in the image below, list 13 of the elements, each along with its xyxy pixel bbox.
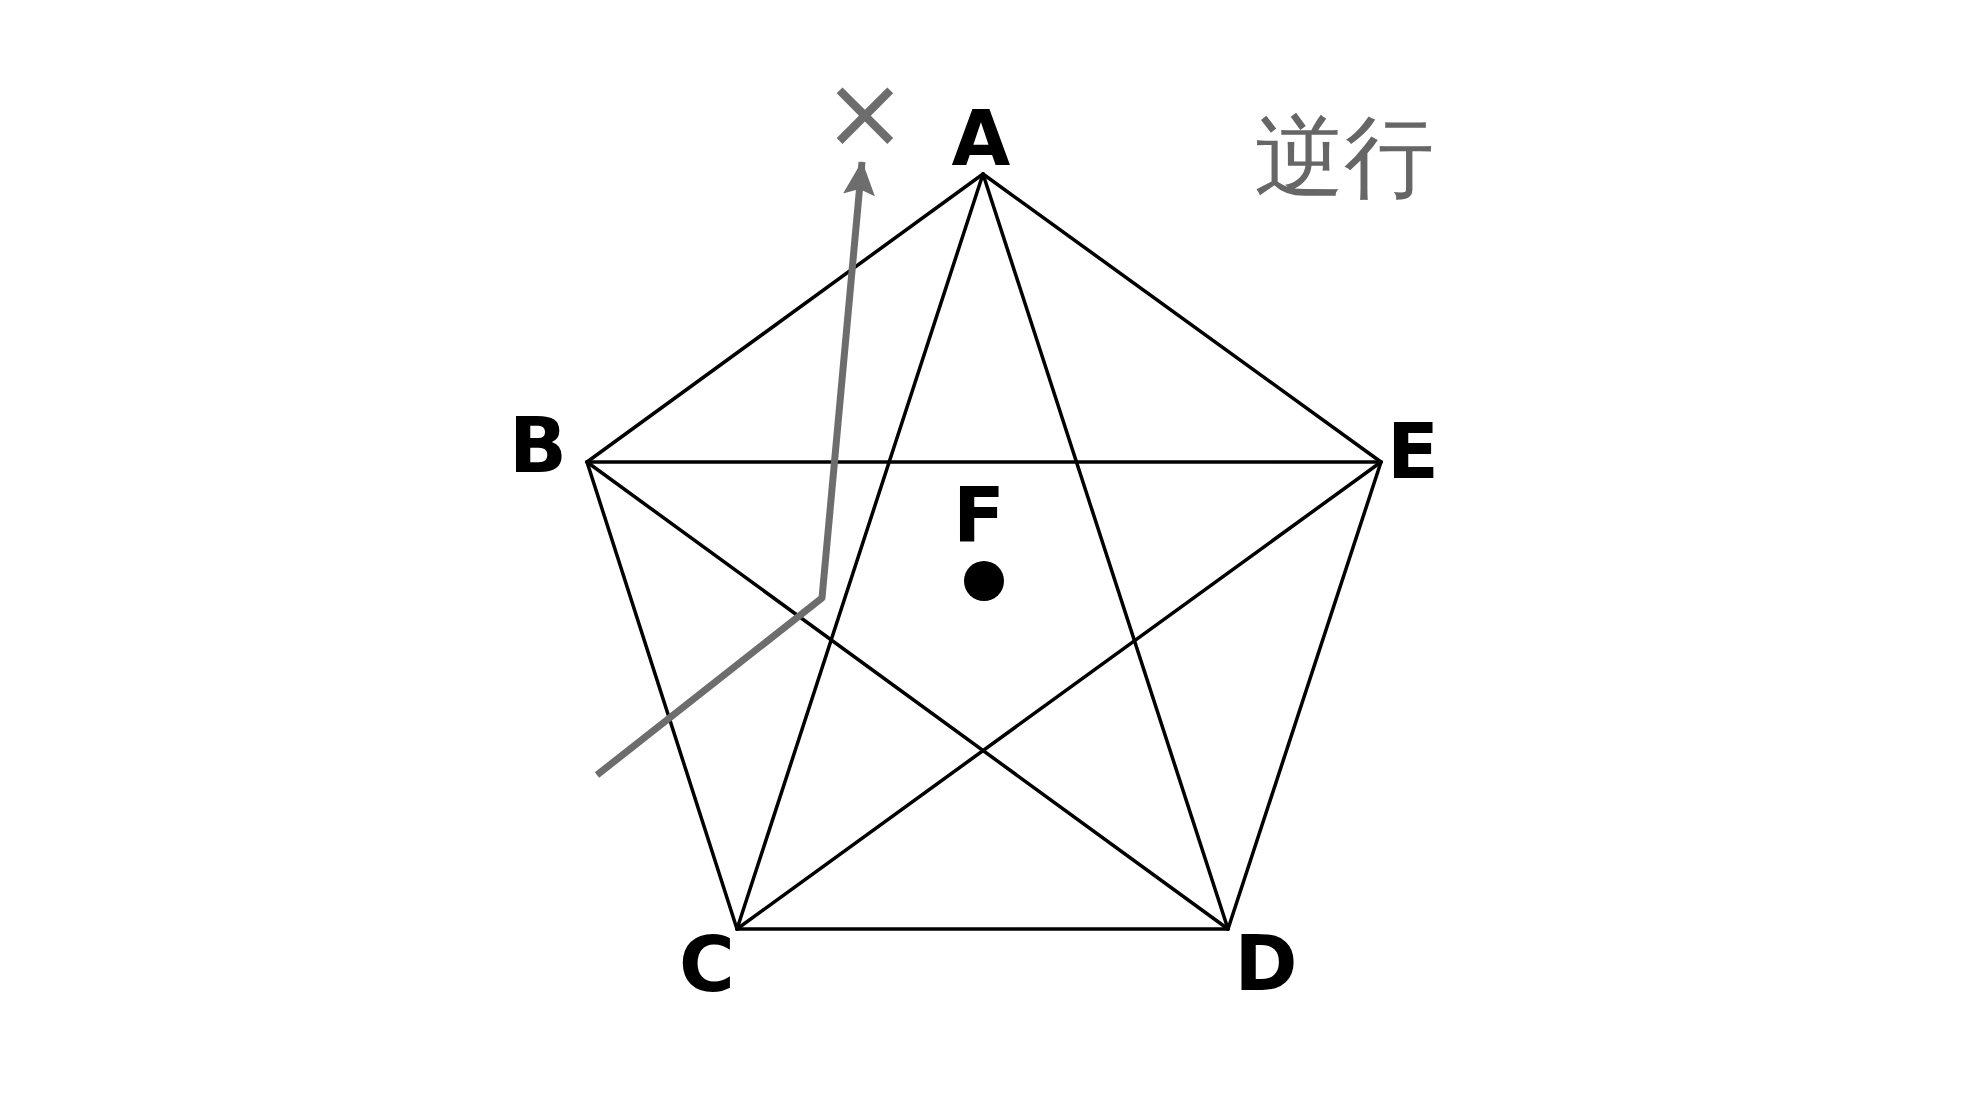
label-text: 逆行 [1254, 112, 1434, 202]
vertex-label: C [677, 929, 737, 1001]
line-segment [585, 460, 1230, 931]
vertex-label: D [1228, 929, 1304, 999]
point-label: F [953, 477, 1005, 554]
line-segment [735, 460, 1383, 931]
vertex-label: B [508, 408, 587, 484]
line-segment [585, 460, 1383, 464]
vertex-label: A [946, 104, 1016, 174]
vertex-label: E [1381, 414, 1445, 490]
cross-mark: × [832, 78, 898, 162]
line-segment [735, 927, 1230, 931]
arrow [594, 161, 875, 778]
